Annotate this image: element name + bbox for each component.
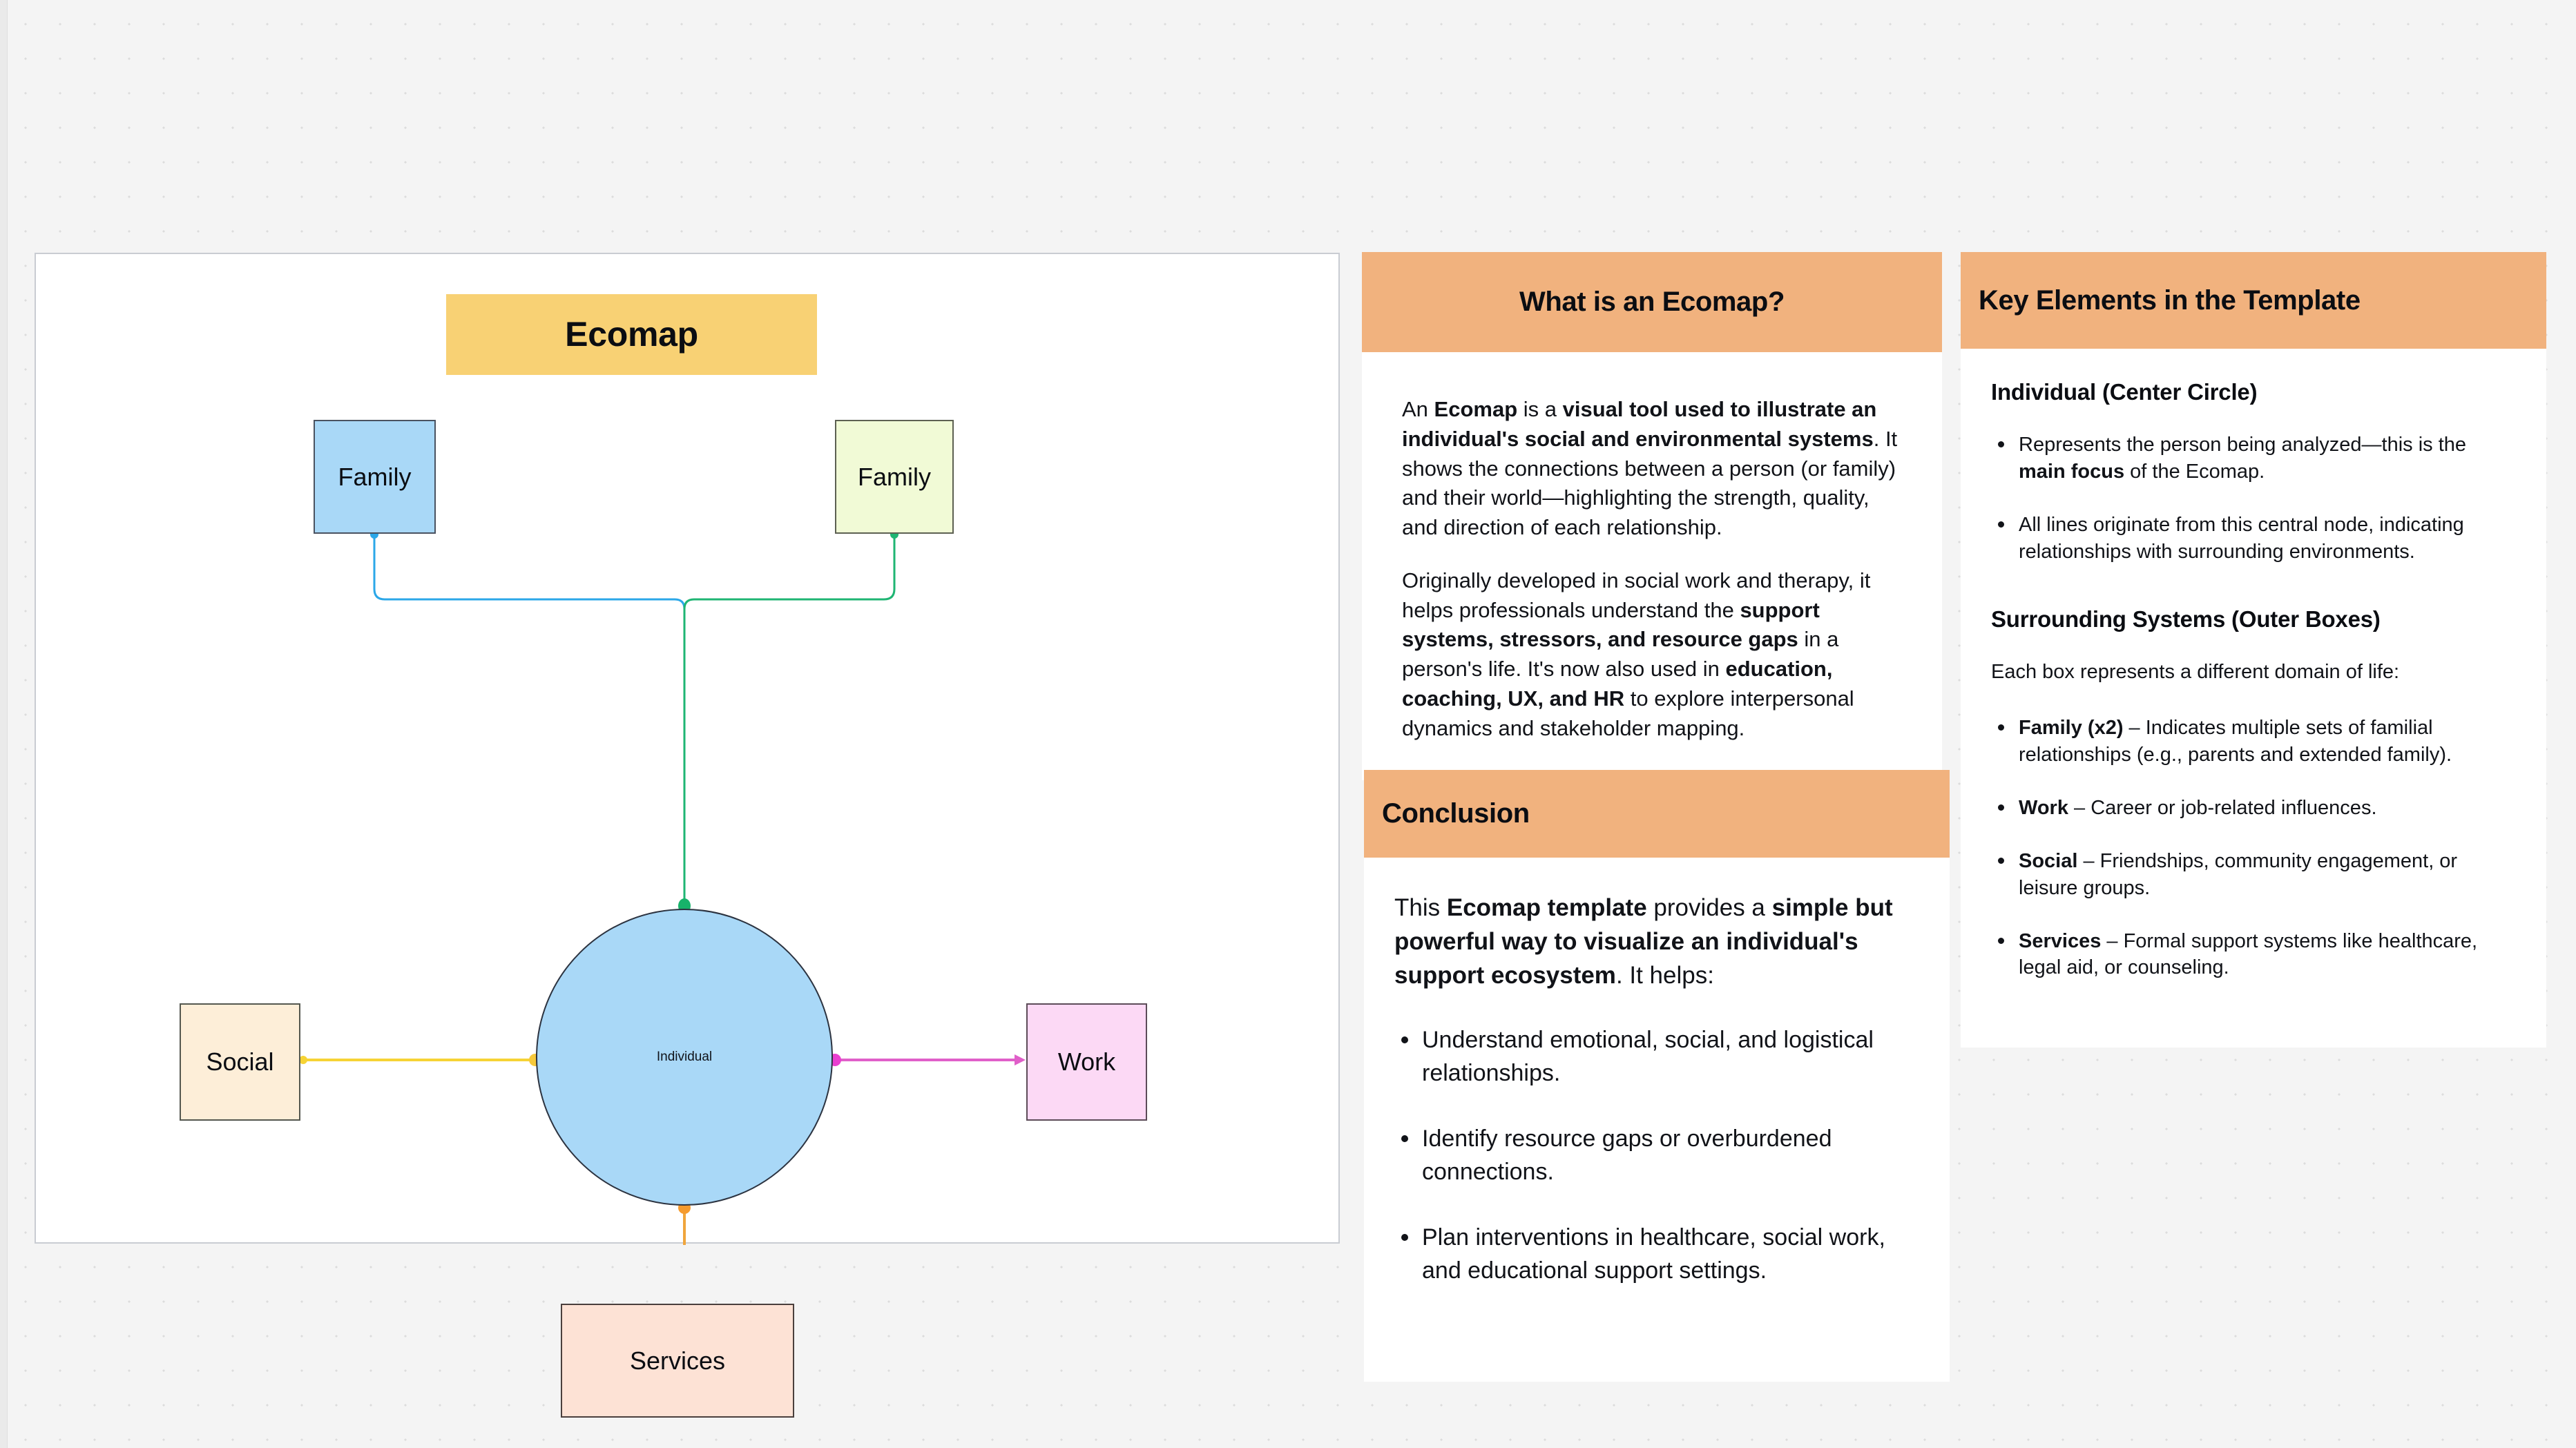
- node-services-label: Services: [629, 1346, 726, 1375]
- list-item: Services – Formal support systems like h…: [1991, 928, 2517, 982]
- panel-key-section-1-heading: Individual (Center Circle): [1991, 379, 2258, 405]
- node-work-label: Work: [1057, 1048, 1116, 1077]
- list-item: Social – Friendships, community engageme…: [1991, 848, 2517, 902]
- c-b1: Ecomap template: [1446, 894, 1647, 921]
- panel-key-elements[interactable]: Key Elements in the Template Individual …: [1961, 252, 2546, 1048]
- panel-conclusion-title: Conclusion: [1382, 798, 1530, 829]
- panel-key-section-2-list: Family (x2) – Indicates multiple sets of…: [1991, 715, 2517, 981]
- k1-pre: Represents the person being analyzed—thi…: [2019, 434, 2467, 456]
- panel-key-section-2-heading: Surrounding Systems (Outer Boxes): [1991, 606, 2381, 633]
- c-pre: This: [1394, 894, 1447, 921]
- p2-rest: to explore interpersonal dynamics and st…: [1402, 686, 1854, 740]
- k1-b: main focus: [2019, 460, 2125, 483]
- left-rail: [0, 0, 8, 1448]
- node-individual-label: Individual: [656, 1050, 713, 1065]
- panel-conclusion-header: Conclusion: [1364, 770, 1950, 858]
- node-family-left[interactable]: Family: [314, 420, 436, 534]
- diagram-title-label: Ecomap: [565, 314, 698, 354]
- panel-what-is-an-ecomap[interactable]: What is an Ecomap? An Ecomap is a visual…: [1362, 252, 1942, 781]
- k3-post: – Indicates multiple sets of familial re…: [2019, 717, 2452, 766]
- list-item: Work – Career or job-related influences.: [1991, 795, 2517, 822]
- p1-b2: visual tool used to illustrate an indivi…: [1402, 397, 1877, 451]
- panel-key-section-1-list: Represents the person being analyzed—thi…: [1991, 432, 2517, 565]
- node-family-right-label: Family: [858, 462, 931, 491]
- p1-b1: Ecomap: [1434, 397, 1518, 421]
- diagram-title-box[interactable]: Ecomap: [446, 294, 817, 375]
- panel-key-body: Individual (Center Circle) Represents th…: [1961, 349, 2546, 1048]
- p1-pre: An: [1402, 397, 1434, 421]
- node-services[interactable]: Services: [561, 1304, 794, 1418]
- p1-mid: is a: [1517, 397, 1563, 421]
- panel-key-header: Key Elements in the Template: [1961, 252, 2546, 349]
- panel-what-title: What is an Ecomap?: [1519, 287, 1785, 317]
- k1-post: of the Ecomap.: [2124, 460, 2265, 483]
- p2-b1: support systems, stressors, and resource…: [1402, 597, 1820, 652]
- node-individual-center[interactable]: Individual: [536, 909, 833, 1206]
- panel-conclusion-bullet-list: Understand emotional, social, and logist…: [1394, 1024, 1914, 1288]
- panel-what-header: What is an Ecomap?: [1362, 252, 1942, 352]
- list-item: Understand emotional, social, and logist…: [1394, 1024, 1914, 1090]
- k5-post: – Friendships, community engagement, or …: [2019, 849, 2458, 899]
- c-rest: . It helps:: [1615, 962, 1714, 989]
- node-family-right[interactable]: Family: [835, 420, 954, 534]
- p2-pre: Originally developed in social work and …: [1402, 568, 1871, 622]
- p1-rest: . It shows the connections between a per…: [1402, 426, 1898, 540]
- panel-conclusion[interactable]: Conclusion This Ecomap template provides…: [1364, 770, 1950, 1382]
- k4-post: – Career or job-related influences.: [2068, 797, 2377, 820]
- panel-key-section-2-lead: Each box represents a different domain o…: [1991, 661, 2400, 684]
- k6-b: Services: [2019, 929, 2102, 952]
- k4-b: Work: [2019, 797, 2068, 820]
- ecomap-diagram-card[interactable]: Ecomap Family Family Social Work Service…: [35, 253, 1340, 1418]
- panel-key-title: Key Elements in the Template: [1979, 284, 2361, 316]
- k3-b: Family (x2): [2019, 717, 2124, 740]
- node-work[interactable]: Work: [1026, 1003, 1147, 1121]
- p2-b2: education, coaching, UX, and HR: [1402, 657, 1833, 711]
- list-item: Plan interventions in healthcare, social…: [1394, 1222, 1914, 1287]
- list-item: Represents the person being analyzed—thi…: [1991, 432, 2517, 485]
- panel-what-paragraph-1: An Ecomap is a visual tool used to illus…: [1402, 395, 1902, 543]
- panel-conclusion-intro: This Ecomap template provides a simple b…: [1394, 891, 1914, 992]
- list-item: Identify resource gaps or overburdened c…: [1394, 1123, 1914, 1188]
- list-item: Family (x2) – Indicates multiple sets of…: [1991, 715, 2517, 769]
- k6-post: – Formal support systems like healthcare…: [2019, 929, 2478, 979]
- panel-conclusion-body: This Ecomap template provides a simple b…: [1364, 858, 1950, 1382]
- k5-b: Social: [2019, 849, 2078, 872]
- k2-pre: All lines originate from this central no…: [2019, 513, 2464, 563]
- list-item: All lines originate from this central no…: [1991, 512, 2517, 566]
- c-b2: simple but powerful way to visualize an …: [1394, 894, 1893, 989]
- panel-what-body: An Ecomap is a visual tool used to illus…: [1362, 352, 1942, 781]
- node-family-left-label: Family: [338, 462, 412, 491]
- node-social[interactable]: Social: [180, 1003, 300, 1121]
- p2-mid: in a person's life. It's now also used i…: [1402, 627, 1839, 682]
- c-mid: provides a: [1646, 894, 1772, 921]
- node-social-label: Social: [206, 1048, 274, 1077]
- panel-what-paragraph-2: Originally developed in social work and …: [1402, 566, 1902, 744]
